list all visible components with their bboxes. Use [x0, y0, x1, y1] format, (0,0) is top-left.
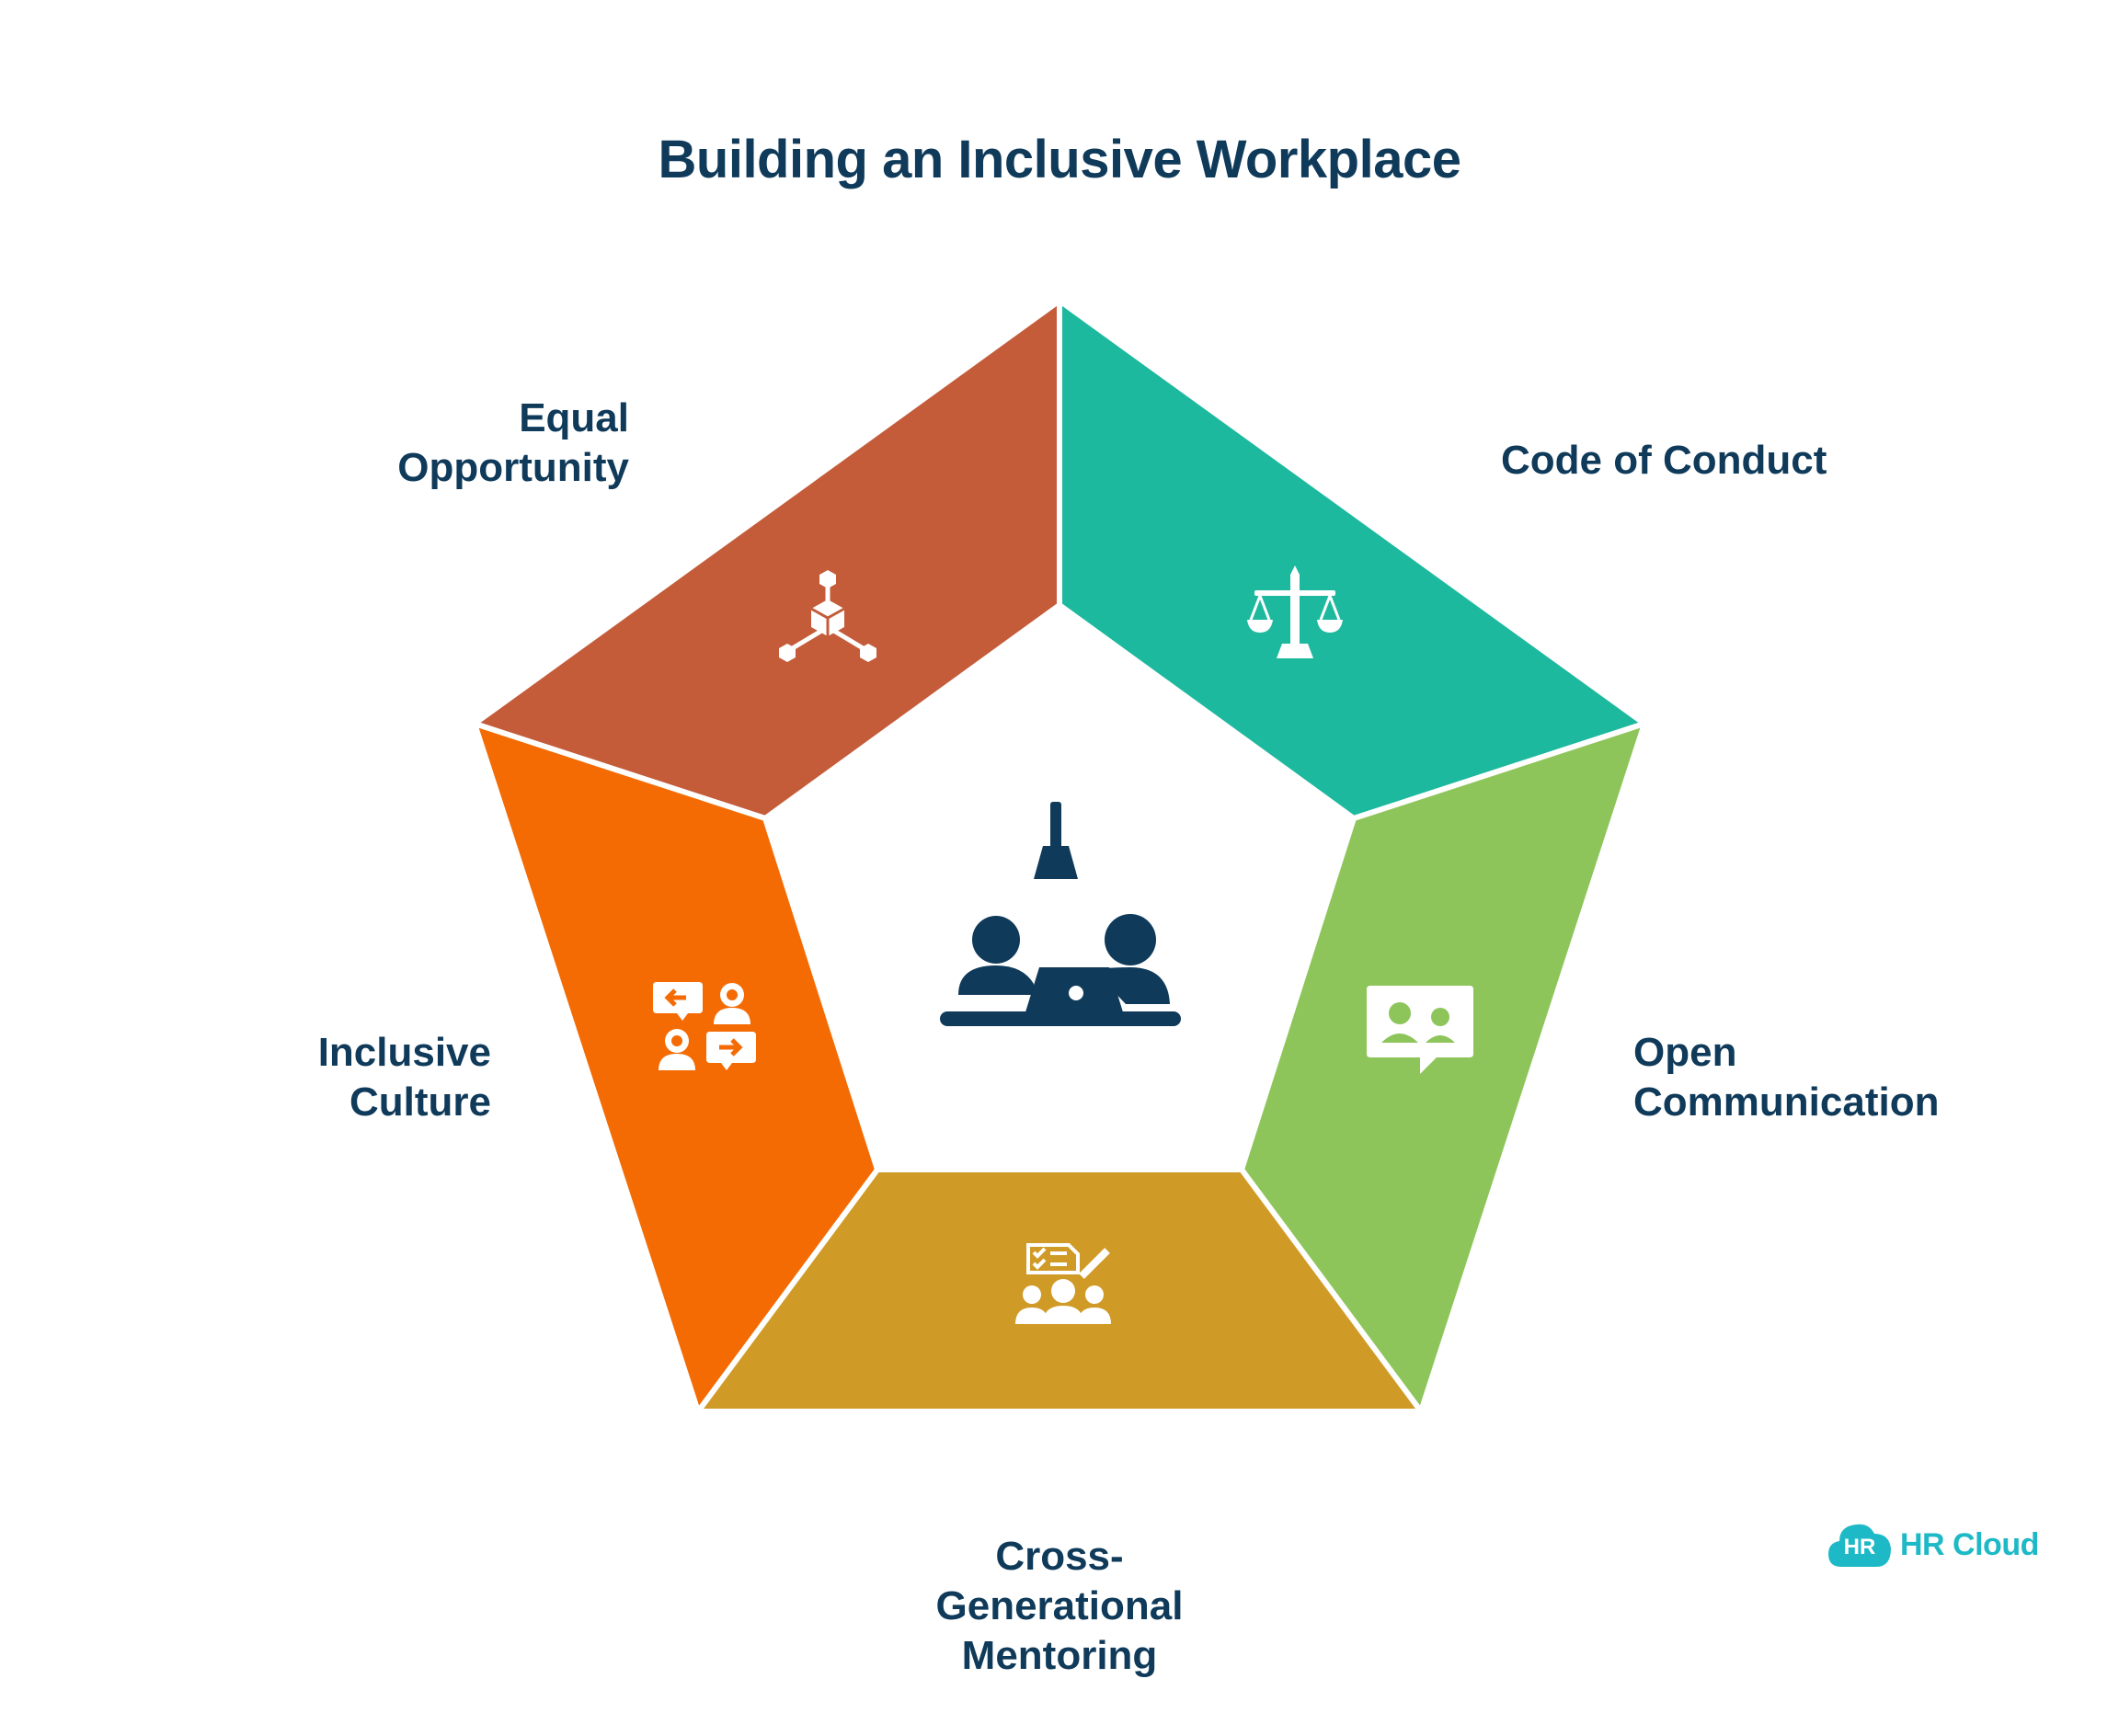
- hr-cloud-logo: HR HR Cloud: [1827, 1519, 2039, 1570]
- diagram-title: Building an Inclusive Workplace: [658, 130, 1461, 189]
- label-inclusive-culture: Inclusive Culture: [317, 1030, 491, 1125]
- logo-badge: HR: [1843, 1535, 1876, 1559]
- group-checklist-icon: [1015, 1243, 1111, 1324]
- cloud-icon: HR: [1827, 1519, 1893, 1570]
- video-chat-icon: [1367, 986, 1473, 1074]
- logo-text: HR Cloud: [1900, 1526, 2039, 1562]
- scales-of-justice-icon: [1247, 565, 1343, 658]
- center-pentagon: [765, 605, 1354, 1170]
- network-cube-icon: [779, 570, 876, 662]
- meeting-with-laptop-icon: [940, 802, 1181, 1026]
- label-code-of-conduct: Code of Conduct: [1501, 438, 1827, 483]
- people-exchange-icon: [653, 982, 756, 1070]
- label-cross-generational-mentoring: Cross- Generational Mentoring: [935, 1534, 1184, 1678]
- label-open-communication: Open Communication: [1633, 1030, 1940, 1125]
- label-equal-opportunity: Equal Opportunity: [397, 395, 629, 490]
